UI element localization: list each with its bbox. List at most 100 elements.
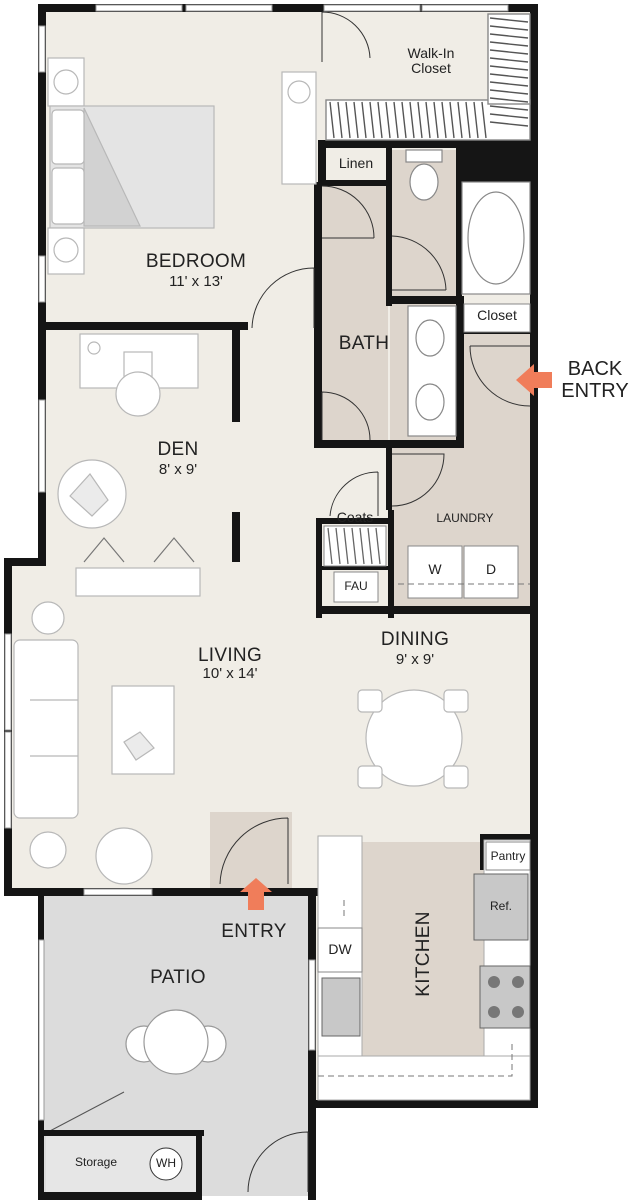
- coats-hangers: [327, 527, 381, 565]
- front-entry-arrow: [240, 878, 272, 910]
- wall-fau-top: [322, 566, 388, 570]
- burner-2: [512, 976, 524, 988]
- closet-hangers-right: [489, 17, 529, 127]
- window-top-1: [95, 4, 183, 12]
- door-closet-swing: [321, 11, 371, 62]
- burner-1: [488, 976, 500, 988]
- entry-arrows: [240, 364, 552, 910]
- dining-table: [365, 689, 463, 787]
- window-bed-left-2: [38, 255, 46, 303]
- label-living: LIVING: [197, 645, 263, 666]
- closet-hangers-bottom: [329, 101, 487, 139]
- wall-vanity-right: [456, 296, 464, 448]
- dining-furniture: [357, 689, 469, 789]
- label-coats: Coats: [336, 509, 374, 525]
- door-coats-swing: [329, 471, 379, 517]
- wall-pantry-left: [480, 834, 486, 870]
- pillow-1: [51, 109, 85, 165]
- wall-kitchen-bottom: [312, 1100, 538, 1108]
- label-dw: DW: [328, 941, 352, 957]
- window-top-2: [185, 4, 273, 12]
- door-bath-swing: [321, 391, 371, 441]
- label-ref: Ref.: [489, 899, 512, 913]
- wall-bath-divider: [386, 146, 392, 306]
- living-lamp-bottom: [29, 831, 67, 869]
- bath-fixtures: [405, 149, 531, 437]
- window-patio-left: [38, 939, 45, 1121]
- living-lamp-top: [31, 601, 65, 635]
- dishwasher: [317, 927, 363, 973]
- pantry-box: [485, 841, 531, 871]
- window-top-4: [421, 4, 509, 12]
- den-pillow: [69, 473, 109, 517]
- wall-closet-bottom: [318, 140, 458, 148]
- lamp-bottom: [53, 237, 79, 263]
- label-patio: PATIO: [150, 967, 206, 988]
- back-closet-box: [463, 303, 531, 333]
- kitchen-fixtures: [317, 835, 531, 1101]
- desk-lamp: [87, 341, 101, 355]
- wall-coats-box-right: [388, 510, 394, 618]
- patio-table: [143, 1009, 209, 1075]
- magazine: [123, 731, 155, 761]
- label-storage: Storage: [74, 1155, 118, 1169]
- door-laundry-swing: [391, 453, 445, 507]
- wall-coats-box-top: [316, 518, 390, 524]
- label-dining: DINING: [380, 629, 450, 650]
- living-armchair: [95, 827, 153, 885]
- wall-bath-tub-bottom: [388, 296, 464, 304]
- bed-blanket-fold: [83, 107, 141, 227]
- burner-3: [488, 1006, 500, 1018]
- stove: [479, 965, 531, 1029]
- fau-box: [333, 571, 379, 603]
- window-patio-right: [308, 959, 316, 1051]
- floor-bath: [320, 182, 388, 440]
- refrigerator: [473, 873, 529, 941]
- storage-wall-right: [196, 1130, 202, 1200]
- wall-coats-box-left: [316, 518, 322, 618]
- label-washer: W: [428, 561, 442, 577]
- wall-den-right-upper: [232, 322, 240, 422]
- kitchen-dash: [318, 900, 513, 1077]
- floor-kitchen: [362, 842, 484, 1056]
- wall-bath-tub-left: [456, 180, 462, 300]
- label-linen: Linen: [338, 155, 374, 171]
- counter-bottom: [317, 1055, 531, 1101]
- living-furniture: [13, 601, 175, 885]
- label-fau: FAU: [344, 579, 368, 593]
- label-closet: Closet: [477, 307, 517, 323]
- door-entry-swing: [219, 817, 289, 885]
- wall-top: [40, 4, 537, 12]
- burner-4: [512, 1006, 524, 1018]
- wall-linen-left: [318, 146, 326, 186]
- label-dryer: D: [485, 561, 497, 577]
- wall-living-bottom: [4, 888, 318, 896]
- wall-living-top: [4, 558, 46, 566]
- dryer-box: [463, 545, 519, 599]
- floor-entry-mat: [210, 812, 292, 888]
- lamp-top: [53, 69, 79, 95]
- coffee-table: [111, 685, 175, 775]
- wall-bath-bottom: [314, 440, 464, 448]
- storage-wall-top: [44, 1130, 204, 1136]
- window-den-left: [38, 399, 46, 493]
- patio-furniture: [125, 1009, 227, 1075]
- label-laundry: LAUNDRY: [436, 511, 494, 525]
- kitchen-sink: [321, 977, 361, 1037]
- wall-bath-tub-top: [456, 140, 536, 182]
- den-furniture: [57, 333, 201, 597]
- window-bed-left-1: [38, 25, 46, 73]
- door-back-entry-swing: [469, 345, 531, 407]
- sofa-cushion-lines: [30, 699, 78, 757]
- wall-kitchen-top: [482, 834, 534, 840]
- dining-chair-3: [357, 765, 383, 789]
- dresser-lamp: [287, 80, 311, 104]
- wall-patio-bottom: [38, 1192, 202, 1200]
- label-wh: WH: [156, 1156, 176, 1170]
- utility-fixtures: [323, 525, 530, 603]
- storage-room: [44, 1130, 204, 1200]
- wall-bedroom-right: [314, 182, 322, 332]
- toilet-bowl: [409, 163, 439, 201]
- tv-stand-peaks: [83, 537, 195, 563]
